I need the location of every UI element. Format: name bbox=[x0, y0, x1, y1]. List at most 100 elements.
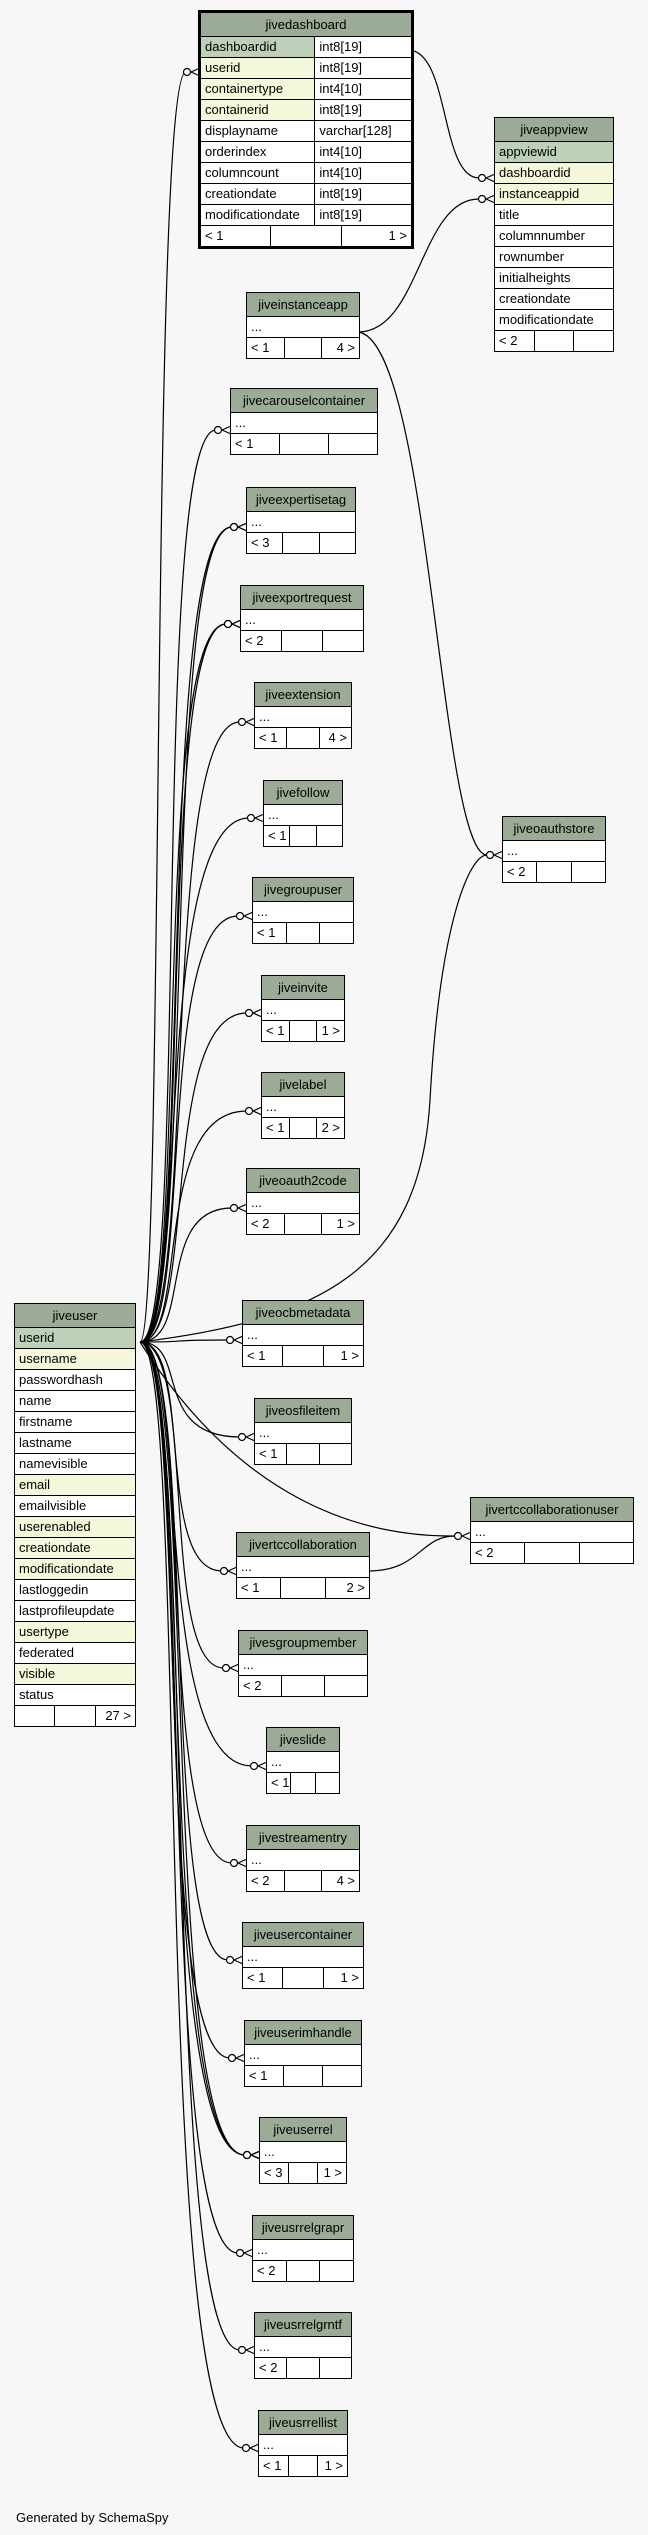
edge-marker-jivegroupuser bbox=[243, 911, 254, 921]
column-name: userid bbox=[205, 60, 241, 75]
columns-collapsed: ... bbox=[267, 1752, 339, 1773]
table-jiveslide[interactable]: jiveslide...< 1 bbox=[266, 1727, 340, 1794]
parent-count: < 2 bbox=[245, 633, 264, 648]
count-spacer bbox=[280, 1578, 324, 1598]
count-spacer bbox=[533, 331, 574, 351]
child-count: 27 > bbox=[94, 1706, 135, 1726]
column-row-username: username bbox=[15, 1349, 135, 1370]
column-name: lastloggedin bbox=[19, 1582, 89, 1597]
edge-jiveuser-jiveoauth2code bbox=[139, 1207, 233, 1343]
column-name: containertype bbox=[205, 81, 284, 96]
table-jiveosfileitem[interactable]: jiveosfileitem...< 1 bbox=[254, 1398, 352, 1465]
edge-marker-jiveosfileitem bbox=[245, 1432, 256, 1442]
table-title: jivertccollaborationuser bbox=[471, 1498, 633, 1522]
column-name: userid bbox=[19, 1330, 55, 1345]
table-jivesgroupmember[interactable]: jivesgroupmember...< 2 bbox=[238, 1630, 368, 1697]
parent-count: < 2 bbox=[251, 1873, 270, 1888]
column-name: usertype bbox=[19, 1624, 69, 1639]
child-count bbox=[328, 434, 377, 454]
table-title: jiveslide bbox=[267, 1728, 339, 1752]
table-jiveusrrelgrntf[interactable]: jiveusrrelgrntf...< 2 bbox=[254, 2312, 352, 2379]
table-title: jivefollow bbox=[264, 781, 342, 805]
columns-collapsed: ... bbox=[243, 1947, 363, 1968]
child-count bbox=[322, 631, 363, 651]
column-name: name bbox=[19, 1393, 52, 1408]
relationship-counts: < 2 bbox=[471, 1543, 633, 1563]
count-spacer bbox=[286, 1444, 318, 1464]
column-row-userenabled: userenabled bbox=[15, 1517, 135, 1538]
column-type: int8[19] bbox=[314, 100, 411, 120]
table-title: jivecarouselcontainer bbox=[231, 389, 377, 413]
table-jiveexpertisetag[interactable]: jiveexpertisetag...< 3 bbox=[246, 487, 356, 554]
table-jiveusrrelgrapr[interactable]: jiveusrrelgrapr... < 2 bbox=[252, 2215, 354, 2282]
table-title: jiveextension bbox=[255, 683, 351, 707]
edge-marker-jiveslide-circle bbox=[249, 1761, 259, 1771]
edge-jiveuser-jivedashboard bbox=[139, 71, 187, 1343]
child-count: 1 > bbox=[317, 2163, 346, 2183]
count-spacer bbox=[283, 1871, 322, 1891]
column-name: creationdate bbox=[205, 186, 277, 201]
columns-collapsed: ... bbox=[253, 2240, 353, 2261]
column-row-name: name bbox=[15, 1391, 135, 1412]
table-jivertccollaborationuser[interactable]: jivertccollaborationuser...< 2 bbox=[470, 1497, 634, 1564]
table-title: jivegroupuser bbox=[253, 878, 353, 902]
count-spacer bbox=[282, 533, 318, 553]
count-spacer bbox=[286, 728, 318, 748]
table-jivecarouselcontainer[interactable]: jivecarouselcontainer...< 1 bbox=[230, 388, 378, 455]
table-jivefollow[interactable]: jivefollow...< 1 bbox=[263, 780, 343, 847]
child-count: 1 > bbox=[340, 226, 411, 246]
child-count: 4 > bbox=[321, 338, 359, 358]
edge-marker-jiveappview-instanceappid-circle bbox=[477, 194, 487, 204]
columns-collapsed: ... bbox=[264, 805, 342, 826]
column-type: int4[10] bbox=[314, 142, 411, 162]
edge-marker-jiveusercontainer bbox=[233, 1955, 244, 1965]
edge-marker-jiveexpertisetag bbox=[237, 522, 248, 532]
column-row-initialheights: initialheights bbox=[495, 268, 613, 289]
count-spacer bbox=[289, 826, 315, 846]
edge-marker-jiveusrrelgrntf bbox=[245, 2345, 256, 2355]
parent-count: < 1 bbox=[259, 730, 278, 745]
table-jiveexportrequest[interactable]: jiveexportrequest...< 2 bbox=[240, 585, 364, 652]
relationship-counts: < 1 bbox=[267, 1773, 339, 1793]
column-row-creationdate: creationdate bbox=[495, 289, 613, 310]
table-jivegroupuser[interactable]: jivegroupuser...< 1 bbox=[252, 877, 354, 944]
edge-marker-jivedashboard-circle bbox=[182, 67, 192, 77]
column-row-modificationdate: modificationdate bbox=[495, 310, 613, 331]
edge-jiveuser-jivecarouselcontainer bbox=[139, 429, 217, 1343]
table-jiveuserimhandle[interactable]: jiveuserimhandle...< 1 bbox=[244, 2020, 362, 2087]
column-name: lastname bbox=[19, 1435, 72, 1450]
edge-marker-jivelabel bbox=[252, 1106, 263, 1116]
child-count: 1 > bbox=[317, 2456, 347, 2476]
column-row-instanceappid: instanceappid bbox=[495, 184, 613, 205]
edge-marker-jivecarouselcontainer-circle bbox=[213, 425, 223, 435]
edge-jiveuser-jiveuserrel bbox=[139, 1341, 246, 2156]
columns-collapsed: ... bbox=[503, 841, 605, 862]
edge-marker-jiveusrrelgrntf-circle bbox=[237, 2345, 247, 2355]
count-spacer bbox=[281, 1676, 324, 1696]
parent-count: < 2 bbox=[257, 2263, 276, 2278]
table-title: jiveuserrel bbox=[260, 2118, 346, 2142]
column-name: visible bbox=[19, 1666, 56, 1681]
table-jiveoauthstore[interactable]: jiveoauthstore...< 2 bbox=[502, 816, 606, 883]
table-title: jiveusrrelgrapr bbox=[253, 2216, 353, 2240]
